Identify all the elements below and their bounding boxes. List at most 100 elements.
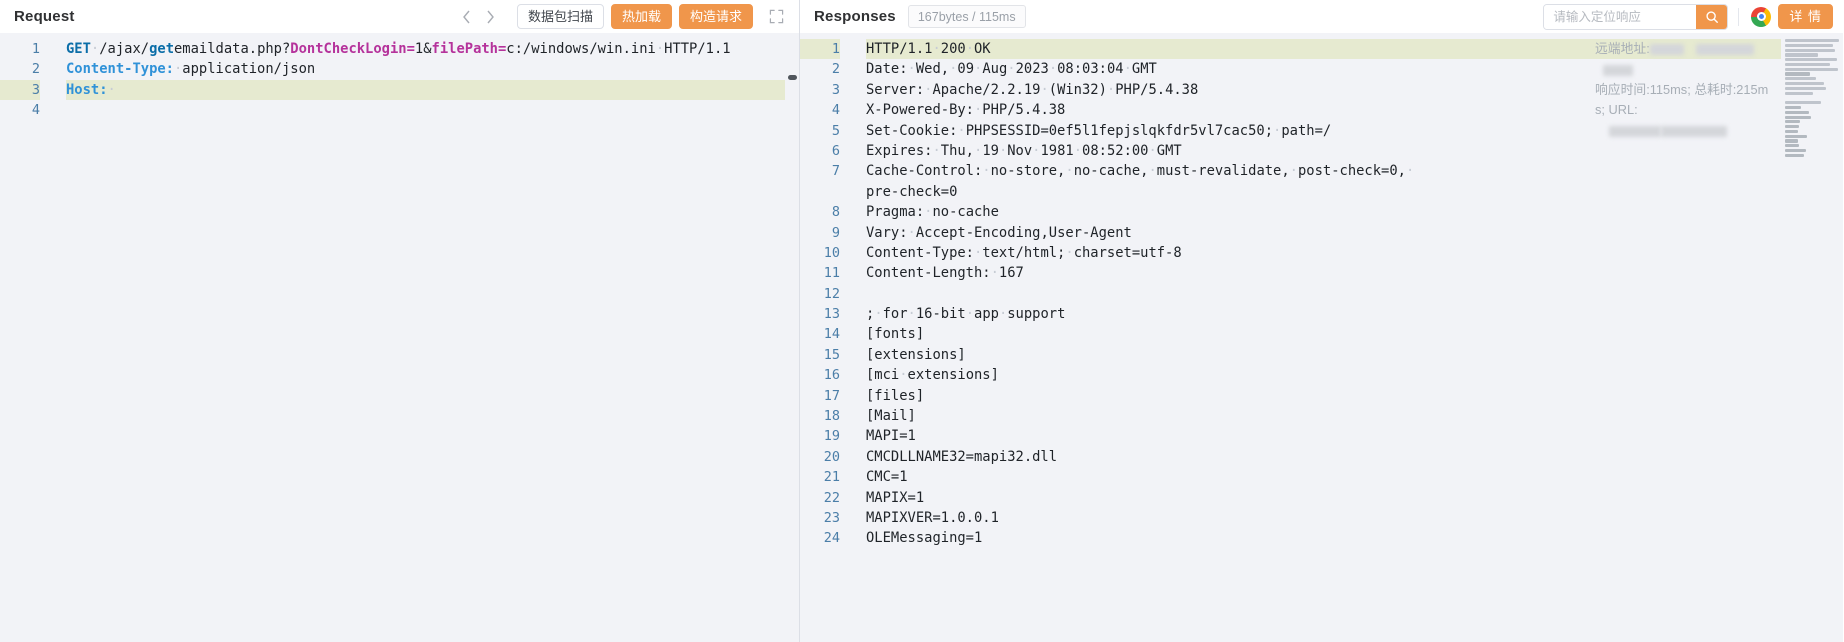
space-marker: · — [1148, 163, 1157, 180]
chevron-right-icon[interactable] — [480, 5, 502, 29]
minimap-row — [1785, 115, 1811, 119]
space-marker: · — [957, 122, 966, 139]
fullscreen-icon[interactable] — [763, 4, 789, 30]
line-number: 16 — [823, 367, 840, 384]
chevron-left-icon[interactable] — [456, 5, 478, 29]
code-line — [866, 284, 1843, 304]
code-token: charset=utf-8 — [1073, 244, 1182, 261]
line-number: 24 — [823, 530, 840, 547]
code-token: emaildata.php? — [174, 41, 291, 57]
space-marker: · — [1040, 81, 1049, 98]
code-token: for — [882, 306, 908, 323]
code-token: support — [1007, 306, 1066, 323]
space-marker: · — [1073, 142, 1083, 159]
code-token: Server: — [866, 81, 925, 98]
code-token: no-cache, — [1073, 163, 1149, 180]
space-marker: · — [1032, 142, 1041, 159]
code-line: X-Powered-By:·PHP/5.4.38 — [866, 100, 1843, 120]
code-token: text/html; — [982, 244, 1066, 261]
space-marker: · — [974, 142, 983, 159]
code-token: Host: — [66, 81, 108, 98]
line-number: 23 — [823, 509, 840, 526]
search-icon[interactable] — [1696, 4, 1728, 29]
request-toolbar: Request 数据包扫描 热加载 构造请求 — [0, 0, 799, 33]
code-token: path=/ — [1281, 122, 1332, 139]
detail-button[interactable]: 详 情 — [1778, 4, 1833, 29]
code-token: post-check=0, — [1297, 163, 1406, 180]
code-token: Content-Type: — [866, 244, 974, 261]
line-number: 10 — [823, 244, 840, 261]
code-token: Nov — [1007, 142, 1033, 159]
line-number: 8 — [831, 204, 840, 221]
code-token: Aug — [982, 61, 1008, 78]
space-marker: · — [1065, 163, 1074, 180]
code-token: Expires: — [866, 142, 933, 159]
code-token: no-store, — [990, 163, 1066, 180]
hot-reload-button[interactable]: 热加载 — [610, 4, 672, 29]
minimap-row — [1785, 148, 1806, 153]
code-token: DontCheckLogin — [290, 41, 407, 57]
code-token: 200 — [940, 41, 966, 57]
response-search-group[interactable] — [1543, 3, 1729, 30]
request-scrollbar[interactable] — [785, 33, 799, 642]
packet-scan-button[interactable]: 数据包扫描 — [516, 4, 604, 29]
code-line: Server:·Apache/2.2.19·(Win32)·PHP/5.4.38 — [866, 80, 1843, 100]
request-code[interactable]: GET·/ajax/getemaildata.php?DontCheckLogi… — [52, 33, 799, 642]
code-token: Content-Type: — [66, 61, 174, 78]
code-token: ; — [866, 306, 875, 323]
code-token: [Mail] — [866, 408, 916, 425]
line-number: 18 — [823, 408, 840, 425]
code-token: 09 — [957, 61, 975, 78]
code-line: HTTP/1.1·200·OK — [866, 39, 1843, 60]
build-request-button[interactable]: 构造请求 — [678, 4, 753, 29]
code-token: Pragma: — [866, 204, 925, 221]
code-token: GMT — [1156, 142, 1182, 159]
code-line: Vary:·Accept-Encoding,User-Agent — [866, 223, 1843, 243]
line-number: 2 — [31, 61, 40, 78]
line-number: 3 — [831, 81, 840, 98]
code-line — [66, 100, 799, 120]
code-line: Set-Cookie:·PHPSESSID=0ef5l1fepjslqkfdr5… — [866, 121, 1843, 141]
response-search-input[interactable] — [1544, 4, 1697, 29]
space-marker: · — [973, 244, 983, 261]
code-token: Apache/2.2.19 — [932, 81, 1041, 98]
code-token: · — [173, 61, 183, 78]
code-token: = — [406, 41, 415, 57]
request-scrollbar-thumb[interactable] — [788, 75, 797, 80]
space-marker: · — [982, 163, 991, 180]
request-title: Request — [14, 8, 75, 25]
minimap-row — [1785, 101, 1821, 105]
code-line: Content-Length:·167 — [866, 263, 1843, 283]
code-token: · — [107, 81, 116, 98]
code-token: Cache-Control: — [866, 163, 983, 180]
code-line: pre-check=0 — [866, 182, 1843, 202]
code-line: Date:·Wed,·09·Aug·2023·08:03:04·GMT — [866, 59, 1843, 79]
line-number: 11 — [823, 265, 840, 282]
chrome-icon[interactable] — [1751, 6, 1772, 27]
line-number: 12 — [823, 285, 840, 302]
response-minimap[interactable] — [1781, 33, 1843, 642]
space-marker: · — [974, 61, 983, 78]
space-marker: · — [1123, 61, 1132, 78]
code-token: 19 — [982, 142, 999, 159]
code-token: GET — [66, 41, 91, 57]
code-line: MAPIX=1 — [866, 488, 1843, 508]
minimap-row — [1785, 125, 1800, 129]
code-line: MAPI=1 — [866, 426, 1843, 446]
code-token: CMC=1 — [866, 469, 908, 486]
response-panel: Responses 167bytes / 115ms 详 情 123456789… — [800, 0, 1843, 642]
request-panel: Request 数据包扫描 热加载 构造请求 — [0, 0, 800, 642]
minimap-row — [1785, 48, 1835, 52]
line-number: 13 — [823, 306, 840, 323]
request-nav-arrows — [456, 5, 502, 29]
code-token: Accept-Encoding,User-Agent — [915, 224, 1132, 241]
code-token: Vary: — [866, 224, 908, 241]
minimap-row — [1785, 58, 1837, 62]
space-marker: · — [1273, 122, 1282, 139]
space-marker: · — [1048, 61, 1058, 78]
code-token: HTTP/1.1 — [664, 41, 731, 57]
